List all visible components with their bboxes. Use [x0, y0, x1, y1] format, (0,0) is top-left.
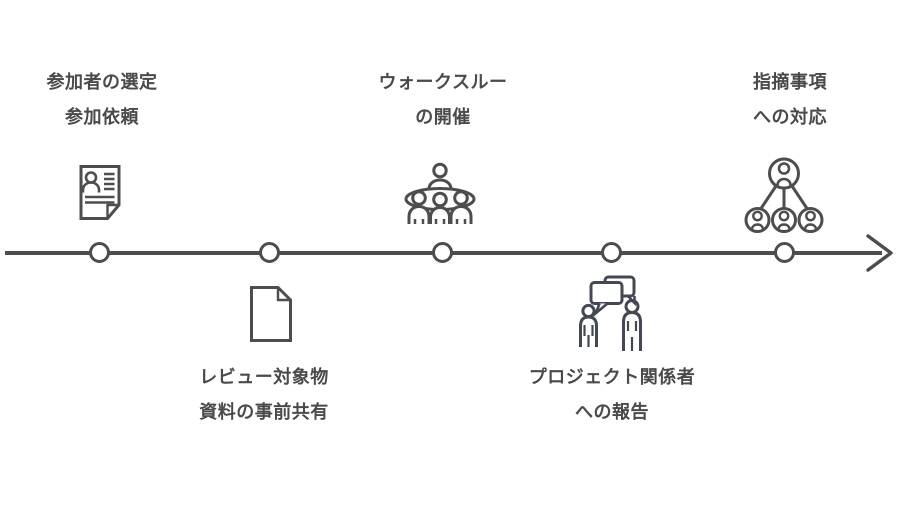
arrow-head-icon [866, 234, 893, 272]
resume-document-icon [79, 165, 121, 220]
blank-document-icon [250, 286, 292, 342]
milestone-5-label: 指摘事項 への対応 [753, 65, 827, 135]
milestone-4-label: プロジェクト関係者 への報告 [529, 360, 696, 430]
org-hierarchy-icon [744, 157, 824, 233]
label-line: レビュー対象物 [199, 367, 329, 387]
label-line: 参加者の選定 [46, 72, 158, 92]
meeting-presentation-icon [404, 162, 476, 224]
milestone-1-label: 参加者の選定 参加依頼 [47, 65, 158, 135]
label-line: 指摘事項 [753, 72, 827, 92]
label-line: プロジェクト関係者 [528, 367, 696, 387]
milestone-3-label: ウォークスルー の開催 [379, 65, 508, 135]
label-line: 参加依頼 [65, 107, 139, 127]
timeline-node-4 [601, 242, 622, 263]
timeline-node-2 [259, 242, 280, 263]
timeline-node-1 [89, 242, 110, 263]
label-line: への報告 [575, 402, 649, 422]
label-line: への対応 [753, 107, 827, 127]
label-line: の開催 [415, 107, 471, 127]
timeline-node-3 [432, 242, 453, 263]
milestone-2-label: レビュー対象物 資料の事前共有 [199, 360, 329, 430]
label-line: 資料の事前共有 [199, 402, 329, 422]
timeline-node-5 [774, 242, 795, 263]
people-discussion-icon [579, 275, 642, 351]
label-line: ウォークスルー [378, 72, 508, 92]
